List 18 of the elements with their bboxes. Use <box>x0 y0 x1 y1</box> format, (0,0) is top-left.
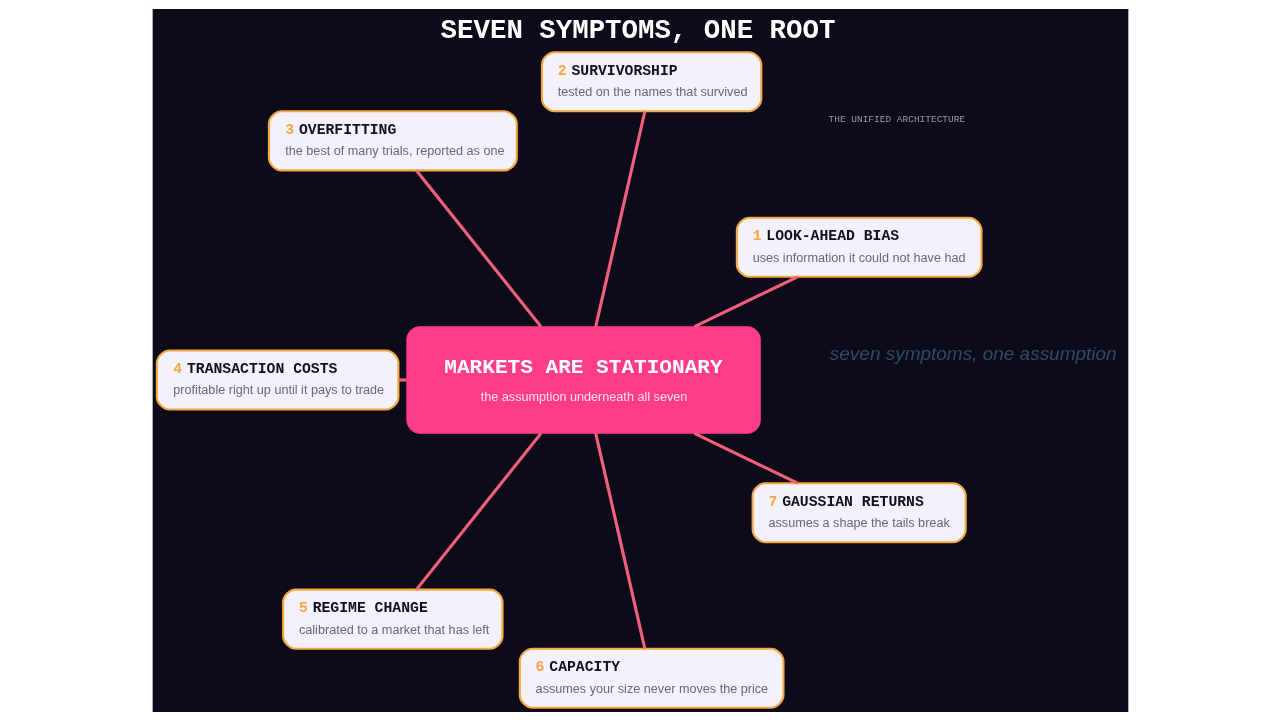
label: THE UNIFIED ARCHITECTURE <box>828 113 965 125</box>
connector <box>693 275 798 328</box>
node-box: 2 SURVIVORSHIP tested on the names that survived <box>540 50 762 112</box>
diagram-title: SEVEN SYMPTOMS, ONE ROOT <box>440 14 835 46</box>
node-box: 7 GAUSSIAN RETURNS assumes a shape the tails break <box>751 481 967 543</box>
node-box: 5 REGIME CHANGE calibrated to a market that has left <box>281 588 504 650</box>
connector <box>414 431 542 591</box>
connector <box>693 431 798 484</box>
node-box: 1 LOOK-AHEAD BIAS uses information it could not have had <box>735 216 983 278</box>
connector <box>593 110 646 327</box>
node-box: MARKETS ARE STATIONARY the assumption underneath all seven <box>405 325 761 434</box>
node-box: 6 CAPACITY assumes your size never moves the price <box>518 647 785 709</box>
connector <box>398 377 406 382</box>
caption: seven symptoms, one assumption <box>829 342 1117 364</box>
connector <box>593 432 646 649</box>
node-box: 3 OVERFITTING the best of many trials, reported as one <box>267 109 518 171</box>
connector <box>414 168 542 328</box>
node-box: 4 TRANSACTION COSTS profitable right up until it pays to trade <box>155 348 399 411</box>
